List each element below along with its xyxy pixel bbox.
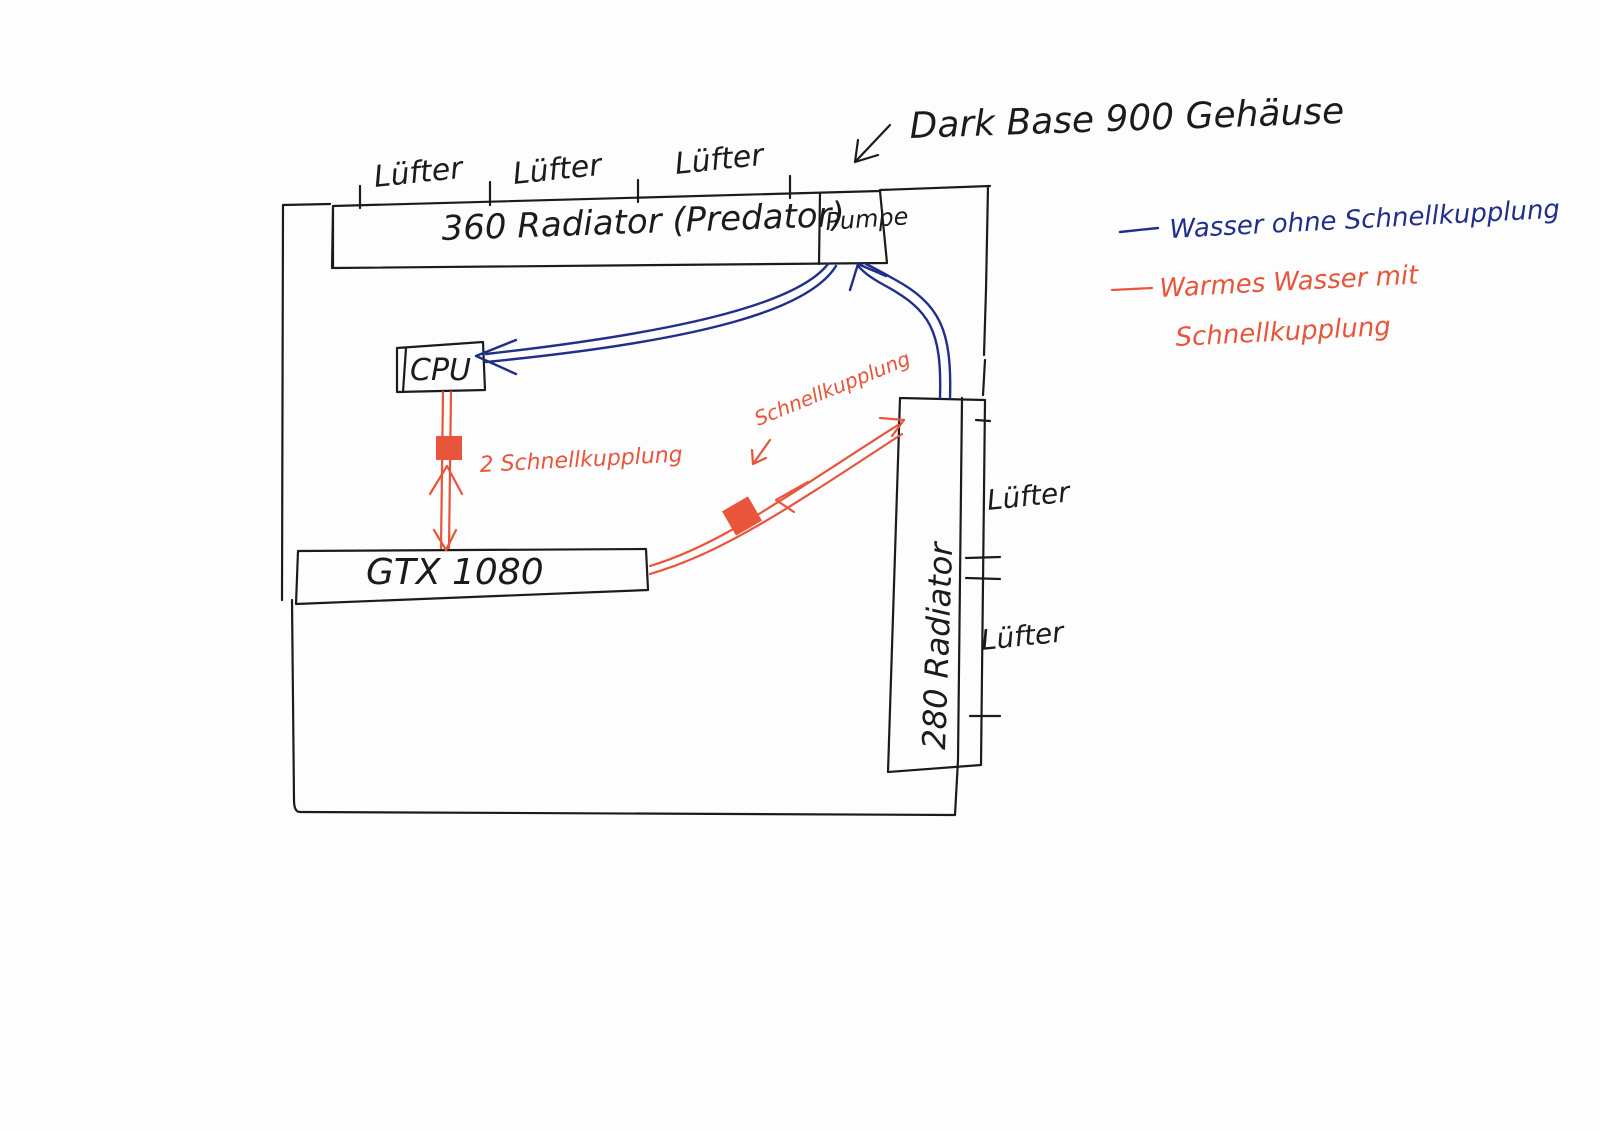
side-fan-label-1: Lüfter xyxy=(985,475,1072,517)
blue-hose-pump-cpu-b xyxy=(484,264,838,364)
red-arrow-gpu xyxy=(432,528,458,552)
coupling-block-left xyxy=(436,436,462,460)
case-outline xyxy=(280,184,992,817)
legend-blue-text: Wasser ohne Schnellkupplung xyxy=(1169,195,1561,245)
legend-red-line xyxy=(1110,286,1154,292)
legend-blue-line xyxy=(1118,226,1160,234)
side-fan-label-2: Lüfter xyxy=(979,615,1066,657)
top-fan-label-3: Lüfter xyxy=(673,138,767,182)
red-arrow-radiator xyxy=(878,416,906,438)
cpu-box xyxy=(395,340,487,394)
gpu-box xyxy=(294,547,650,606)
red-hose-gpu-radiator-a xyxy=(648,423,900,568)
legend-red-text-1: Warmes Wasser mit xyxy=(1159,260,1420,304)
red-hose-cpu-gpu-a xyxy=(439,390,445,550)
blue-hose-pump-cpu-a xyxy=(484,262,830,356)
side-fan-ticks xyxy=(964,418,1002,718)
red-arrow-into-coupling xyxy=(774,480,810,514)
red-hose-gpu-radiator-b xyxy=(648,432,904,576)
side-radiator-label: 280 Radiator xyxy=(915,540,960,750)
gpu-label: GTX 1080 xyxy=(366,552,544,593)
title-arrow xyxy=(853,123,892,164)
blue-hoses xyxy=(474,226,1160,400)
top-radiator-label: 360 Radiator (Predator) xyxy=(441,195,846,249)
top-fan-ticks xyxy=(358,174,792,210)
red-hoses xyxy=(428,286,1154,576)
red-arrow-up-left xyxy=(428,464,464,496)
case-title: Dark Base 900 Gehäuse xyxy=(909,91,1345,147)
top-fan-label-1: Lüfter xyxy=(372,151,466,195)
top-radiator-box xyxy=(330,189,889,270)
pump-label: Pumpe xyxy=(824,202,909,236)
blue-arrow-cpu xyxy=(474,338,518,376)
blue-arrow-pump xyxy=(848,262,888,292)
legend-red-text-2: Schnellkupplung xyxy=(1175,312,1392,353)
side-radiator-box xyxy=(886,396,987,774)
coupling-block-right xyxy=(722,496,762,536)
coupling-label-left: 2 Schnellkupplung xyxy=(479,442,683,478)
top-fan-label-2: Lüfter xyxy=(511,148,605,192)
blue-hose-radiator-pump-a xyxy=(856,264,942,400)
coupling-pointer-arrow xyxy=(750,438,772,466)
pump-divider xyxy=(817,191,822,266)
cpu-label: CPU xyxy=(410,353,471,388)
blue-hose-radiator-pump-b xyxy=(864,262,952,400)
